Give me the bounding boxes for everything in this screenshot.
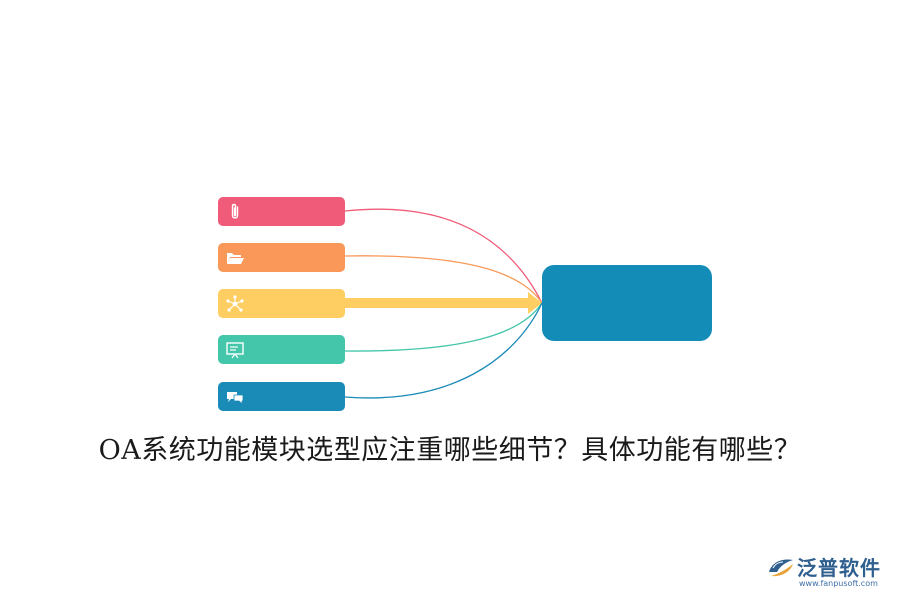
branch-bar-1[interactable] [218,197,345,226]
central-topic-node[interactable] [542,265,712,341]
branch-bar-5[interactable] [218,382,345,411]
brand-watermark: 泛普软件 www.fanpusoft.com [766,552,891,592]
folder-open-icon [227,253,244,264]
branch-bar-3[interactable] [218,289,345,318]
connector-2 [344,255,543,304]
chat-bubbles-icon [227,392,244,405]
connector-4 [344,302,543,352]
brand-name: 泛普软件 [797,556,881,580]
branch-bar-4[interactable] [218,335,345,364]
branch-bar-2[interactable] [218,243,345,272]
connector-5 [344,302,543,399]
connector-1 [344,208,543,304]
brand-url: www.fanpusoft.com [799,579,878,588]
paperclip-icon [231,203,239,219]
network-icon [226,295,244,312]
fanpu-logo-icon [769,559,793,577]
presentation-icon [226,342,244,359]
page-title: OA系统功能模块选型应注重哪些细节？具体功能有哪些？ [98,435,802,466]
connector-3-arrow [345,292,542,314]
